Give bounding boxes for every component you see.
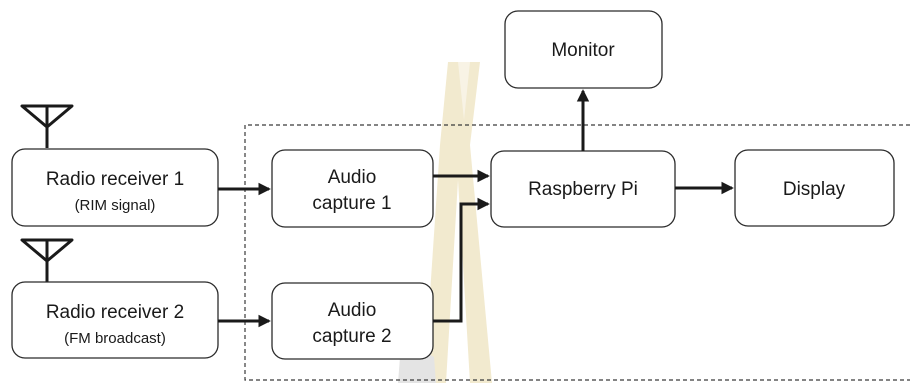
arrow-capture2-to-pi — [433, 197, 490, 323]
radio-receiver-1-label: Radio receiver 1 — [46, 169, 184, 190]
monitor-label: Monitor — [551, 40, 615, 61]
audio-capture-1-block: Audio capture 1 — [271, 149, 434, 228]
display-label: Display — [783, 179, 846, 200]
radio-receiver-1-sublabel: (RIM signal) — [75, 197, 156, 214]
radio-receiver-2-label: Radio receiver 2 — [46, 302, 184, 323]
system-boundary — [244, 124, 910, 381]
audio-capture-2-line2: capture 2 — [312, 326, 391, 347]
raspberry-pi-block: Raspberry Pi — [490, 150, 676, 228]
display-block: Display — [734, 149, 895, 227]
raspberry-pi-label: Raspberry Pi — [528, 179, 638, 200]
antenna-1-icon — [20, 104, 74, 148]
antenna-2-icon — [20, 238, 74, 282]
audio-capture-2-block: Audio capture 2 — [271, 282, 434, 360]
radio-receiver-1-block: Radio receiver 1 (RIM signal) — [11, 148, 219, 227]
radio-receiver-2-sublabel: (FM broadcast) — [64, 330, 166, 347]
radio-receiver-2-block: Radio receiver 2 (FM broadcast) — [11, 281, 219, 359]
audio-capture-1-line1: Audio — [328, 167, 377, 188]
audio-capture-1-line2: capture 1 — [312, 193, 391, 214]
audio-capture-2-line1: Audio — [328, 300, 377, 321]
monitor-block: Monitor — [504, 10, 663, 89]
